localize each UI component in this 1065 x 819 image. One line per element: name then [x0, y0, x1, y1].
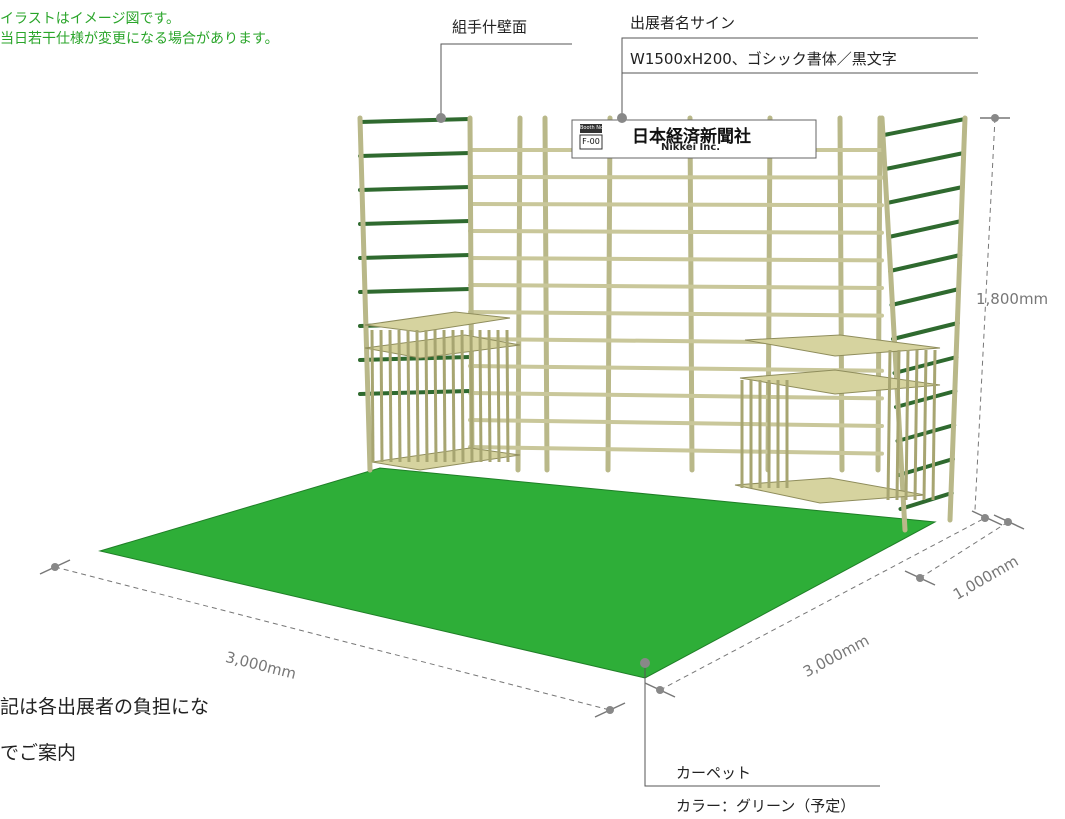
dim-dot [916, 574, 924, 582]
illustration-note: イラストはイメージ図です。 [0, 11, 181, 27]
footnote-line-1: 記は各出展者の負担にな [0, 696, 210, 718]
wall-label: 組手什壁面 [452, 18, 528, 36]
back-wall-lattice [468, 115, 884, 473]
left-shelf-unit [364, 311, 521, 471]
dim-dot [51, 563, 59, 571]
right-shelf-unit [734, 334, 941, 504]
company-name-en: Nikkei Inc. [661, 142, 721, 153]
company-name-jp: 日本経済新聞社 [632, 127, 751, 147]
height-dimension: 1,800mm [976, 290, 1049, 308]
left-wall-lattice [357, 115, 475, 473]
booth-no: F-00 [582, 137, 600, 146]
dimension-lines [54, 117, 1009, 711]
wall-callout-dot [436, 113, 446, 123]
dim-dot [656, 686, 664, 694]
dim-dot [991, 114, 999, 122]
spec-change-note: 当日若干仕様が変更になる場合があります。 [0, 31, 279, 47]
dim-dot [981, 514, 989, 522]
sign-title: 出展者名サイン [630, 14, 736, 32]
sign-callout-dot [617, 113, 627, 123]
footnote-line-2: でご案内 [0, 742, 77, 764]
carpet-color: カラー：グリーン（予定） [676, 797, 856, 815]
carpet-title: カーペット [676, 764, 752, 782]
carpet-callout-dot [640, 658, 650, 668]
carpet [98, 467, 937, 679]
exhibitor-sign [571, 119, 817, 159]
dim-dot [606, 706, 614, 714]
booth-no-label: Booth No. [580, 125, 605, 131]
dim-dot [1004, 518, 1012, 526]
sign-spec: W1500xH200、ゴシック書体／黒文字 [630, 50, 897, 68]
callout-lines [440, 37, 978, 787]
